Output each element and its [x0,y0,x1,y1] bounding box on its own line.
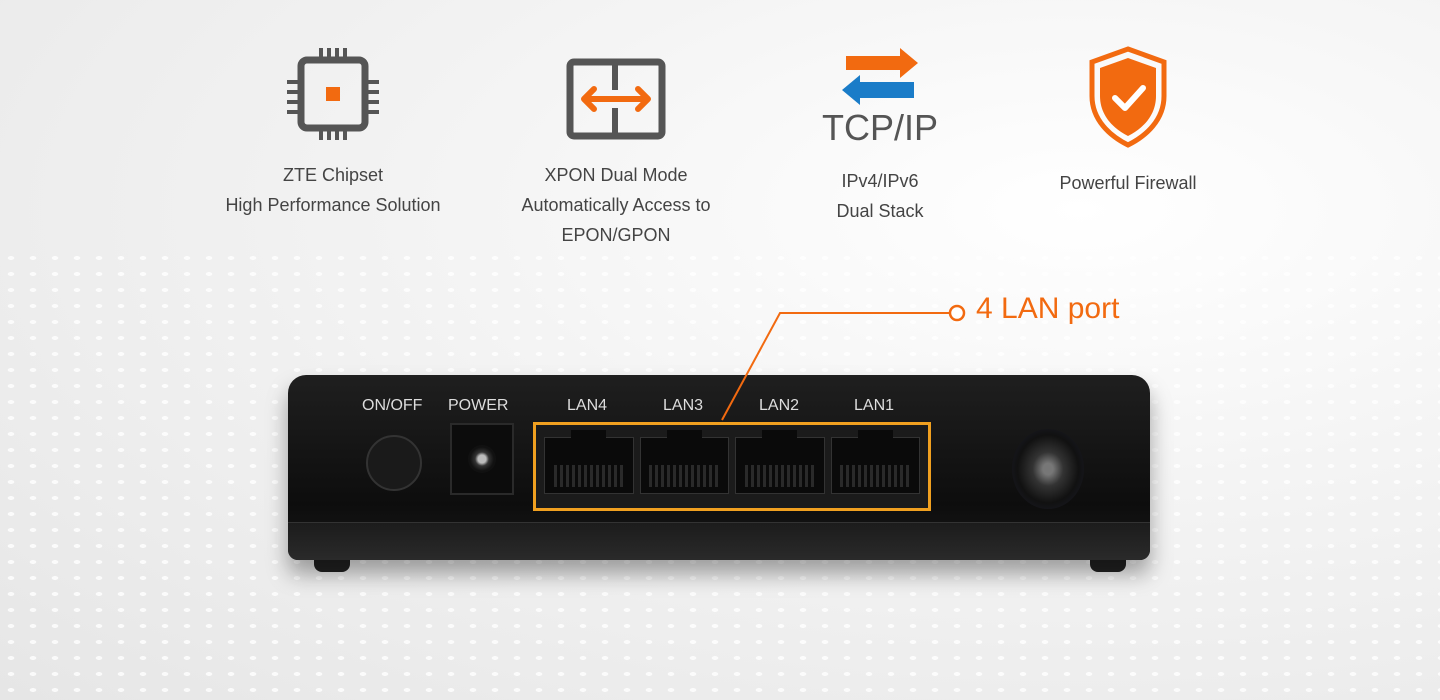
feature-text: Powerful Firewall [978,168,1278,198]
lan3-port [639,430,729,494]
feature-line: Automatically Access to [521,195,711,215]
device-base [288,522,1150,560]
lan2-label: LAN2 [759,397,800,414]
feature-line: XPON Dual Mode [544,165,688,185]
feature-line: High Performance Solution [225,195,441,215]
lan4-port [544,430,634,494]
device-foot [314,558,350,572]
feature-line: IPv4/IPv6 [841,171,919,191]
lan-ports-group [533,422,931,511]
chip-icon [287,48,379,140]
feature-line: Dual Stack [836,201,924,221]
lan4-label: LAN4 [567,397,608,414]
tcp-ip-icon: TCP/IP [821,107,938,148]
power-switch-button[interactable] [366,435,422,491]
power-label: POWER [448,397,509,414]
exchange-arrows-icon [842,48,918,105]
feature-line: Powerful Firewall [1059,173,1197,193]
pon-port [1012,429,1084,509]
callout-label: 4 LAN port [976,292,1120,325]
onoff-label: ON/OFF [362,397,423,414]
device-foot [1090,558,1126,572]
power-jack [450,423,514,495]
feature-line: ZTE Chipset [282,165,384,185]
feature-firewall: Powerful Firewall [978,46,1278,198]
lan1-port [830,430,920,494]
lan3-label: LAN3 [663,397,704,414]
feature-line: EPON/GPON [561,225,671,245]
lan1-label: LAN1 [854,397,895,414]
router-device: ON/OFF POWER LAN4 LAN3 LAN2 LAN1 [288,375,1150,560]
dual-mode-icon [566,58,666,140]
shield-check-icon [1089,46,1167,148]
lan2-port [735,430,825,494]
